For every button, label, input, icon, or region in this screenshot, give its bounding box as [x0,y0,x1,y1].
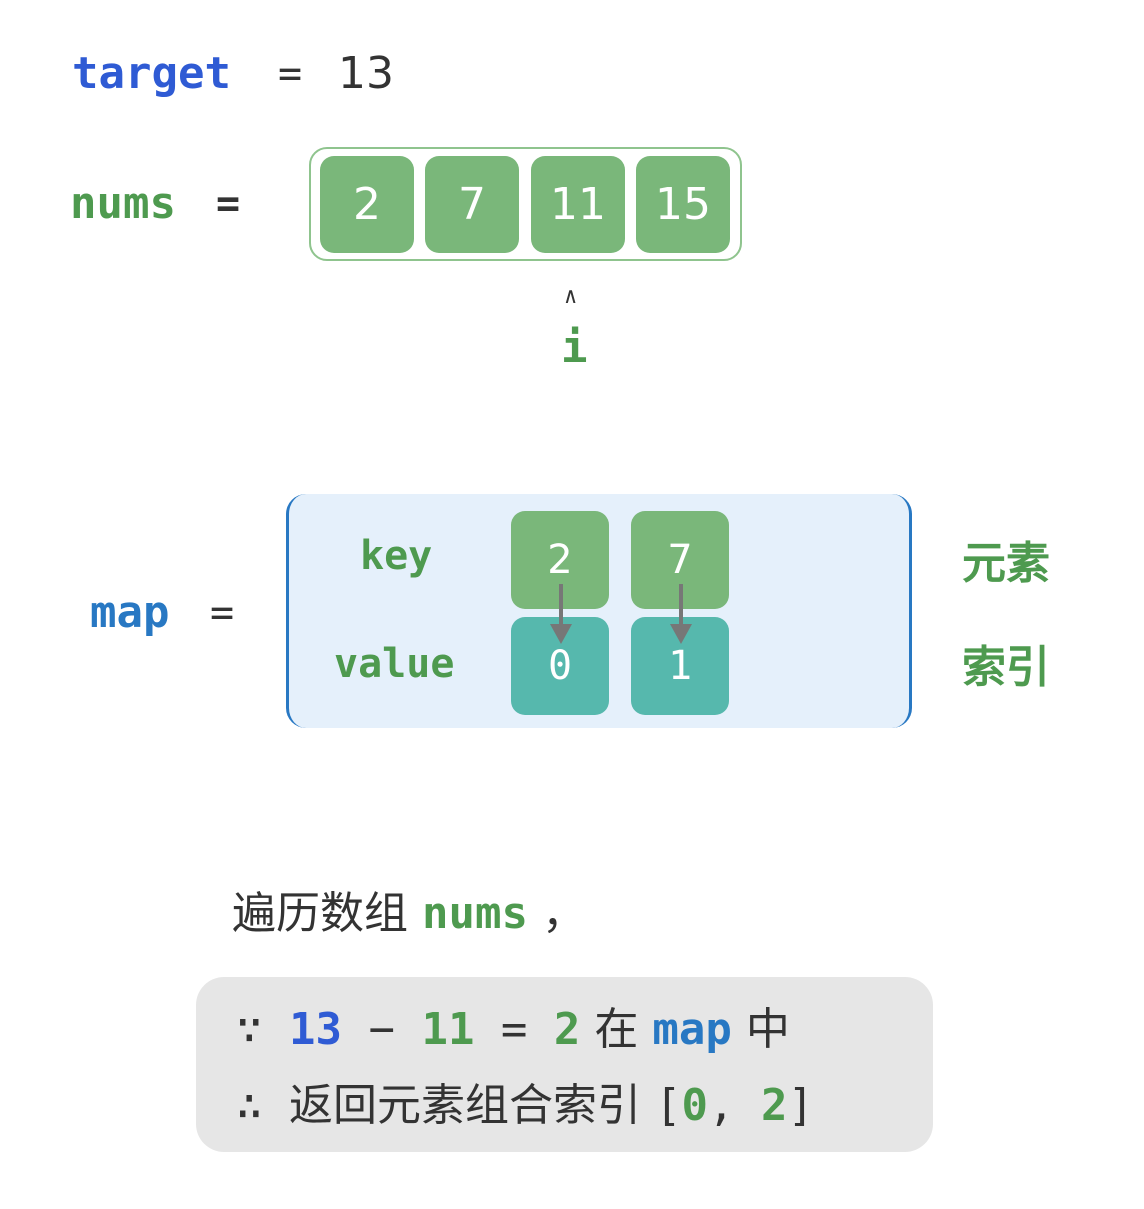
result-index-0: 0 [681,1080,708,1131]
comma: , [707,1080,761,1131]
nums-cell-1: 7 [425,156,519,253]
caption-prefix: 遍历数组 [232,888,422,939]
map-value-row-label: value [334,641,455,687]
bracket-close: ] [787,1080,814,1131]
middle-text: 中 [731,1004,790,1055]
pointer-arrow-icon: ∧ [564,284,578,309]
target-value: 13 [338,48,394,99]
key-annotation: 元素 [962,538,1050,589]
map-key-row-label: key [360,533,433,579]
target-equals-sign: = [278,51,303,97]
nums-equals-sign: = [216,181,241,227]
nums-cell-0: 2 [320,156,414,253]
caption-suffix: ， [527,888,586,939]
minus-sign: − [341,1004,422,1055]
result-box [196,977,933,1152]
result-index-1: 2 [760,1080,788,1131]
value-annotation: 索引 [962,642,1050,693]
caption-nums: nums [422,888,528,939]
map-value-cell-1: 1 [631,617,729,715]
result-diff: 2 [553,1004,581,1055]
in-text: 在 [580,1004,653,1055]
nums-label: nums [70,178,176,229]
target-label: target [72,48,231,99]
map-key-cell-0: 2 [511,511,609,609]
bracket-open: [ [654,1080,682,1131]
nums-cell-3: 15 [636,156,730,253]
map-label: map [90,587,170,638]
result-num: 11 [421,1004,475,1055]
result-target: 13 [288,1004,342,1055]
nums-cell-2: 11 [531,156,625,253]
because-symbol: ∵ [236,1004,289,1055]
pointer-label: i [561,322,588,373]
map-value-cell-0: 0 [511,617,609,715]
step-caption: 遍历数组 nums ， [232,884,586,944]
result-line-because: ∵ 13 − 11 = 2 在 map 中 [236,1000,790,1060]
result-line-therefore: ∴ 返回元素组合索引 [0, 2] [236,1076,814,1136]
map-equals-sign: = [210,590,235,636]
map-key-cell-1: 7 [631,511,729,609]
return-text: 返回元素组合索引 [288,1080,655,1131]
result-map: map [652,1004,732,1055]
equals-sign: = [474,1004,554,1055]
therefore-symbol: ∴ [236,1080,289,1131]
